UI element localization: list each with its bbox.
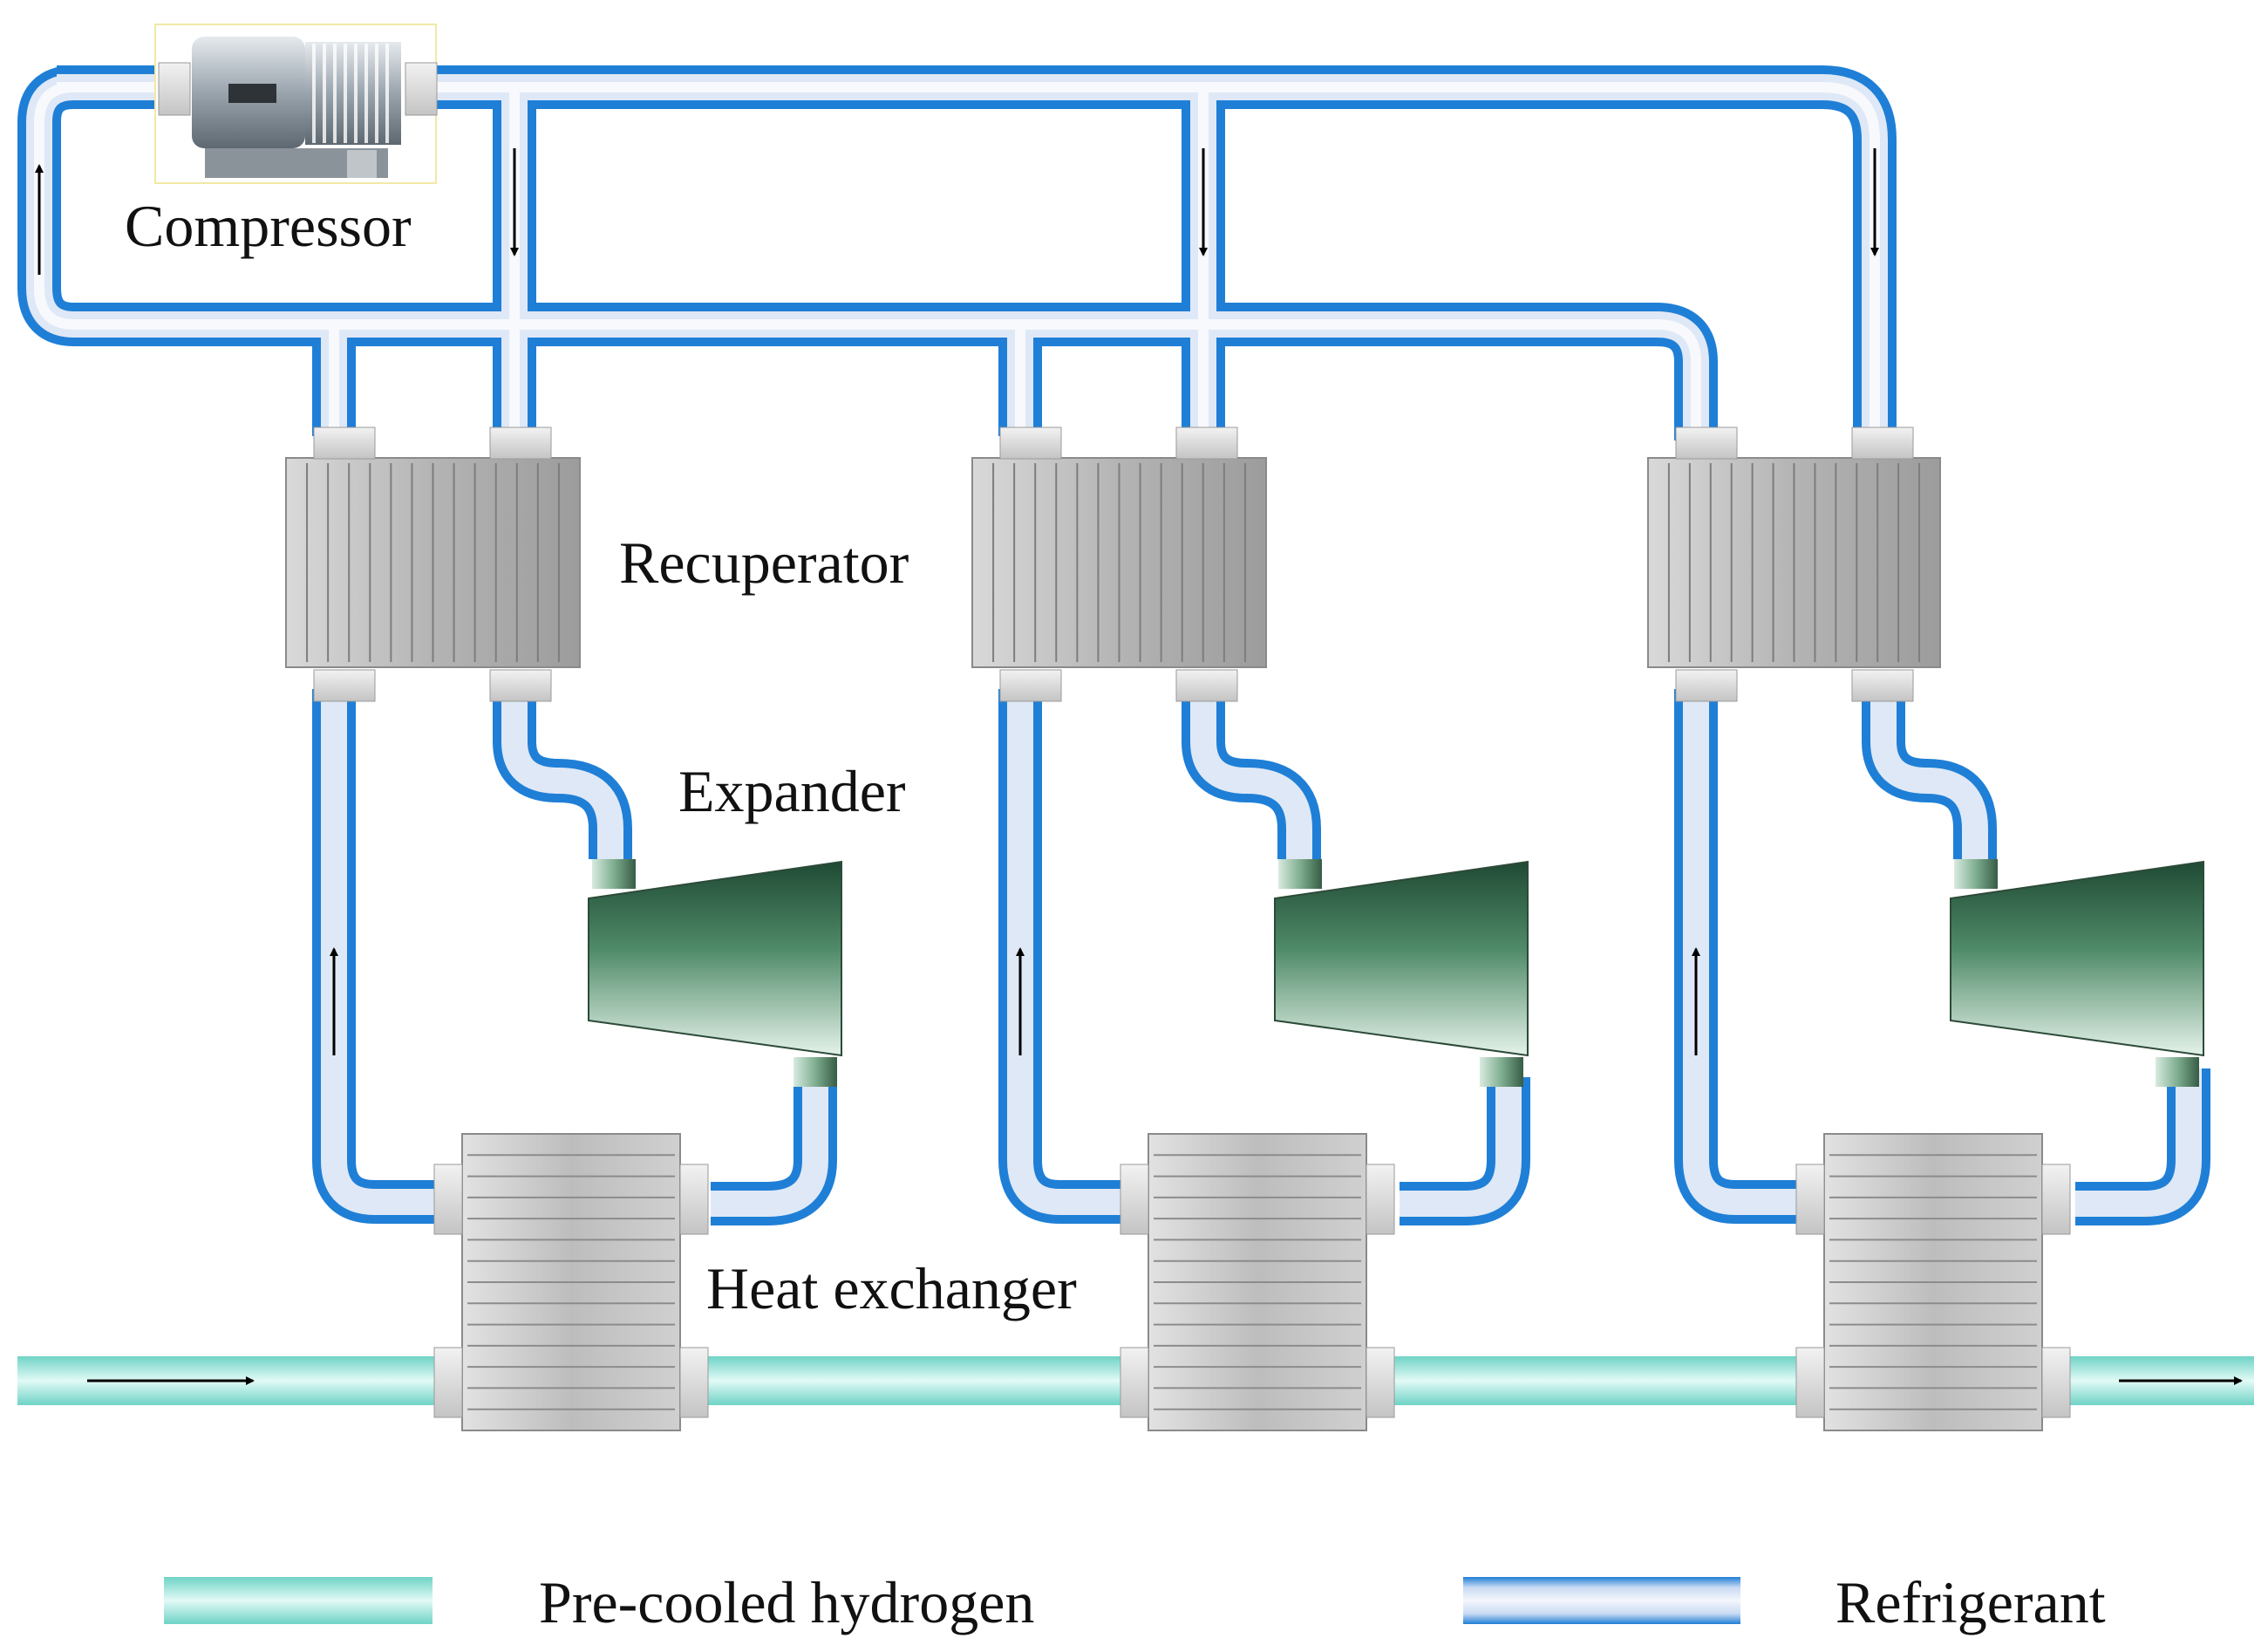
legend-swatch-hydrogen: [164, 1577, 432, 1624]
stage-1: [285, 427, 842, 1431]
expander: [588, 859, 842, 1087]
legend: Pre-cooled hydrogen Refrigerant: [164, 1569, 2106, 1635]
legend-label-hydrogen: Pre-cooled hydrogen: [539, 1569, 1034, 1635]
heat-exchanger: [1795, 1133, 2071, 1431]
heat-exchanger-label: Heat exchanger: [706, 1255, 1077, 1321]
stage-2: [971, 427, 1529, 1431]
flow-arrows: [35, 148, 1879, 1055]
heat-exchanger: [433, 1133, 709, 1431]
recuperator: [285, 427, 581, 702]
expander-label: Expander: [678, 758, 906, 824]
expander: [1950, 859, 2204, 1087]
recuperator-label: Recuperator: [619, 529, 909, 596]
recuperator: [971, 427, 1267, 702]
expander: [1274, 859, 1529, 1087]
legend-swatch-refrigerant: [1463, 1577, 1740, 1624]
heat-exchanger: [1120, 1133, 1395, 1431]
stage-3: [1647, 427, 2204, 1431]
legend-label-refrigerant: Refrigerant: [1836, 1569, 2106, 1635]
refrigerant-pipe-network: [17, 65, 2210, 1225]
equipment-layer: [285, 427, 2204, 1431]
compressor-unit: [154, 24, 438, 184]
recuperator: [1647, 427, 1941, 702]
compressor-label: Compressor: [125, 193, 412, 259]
